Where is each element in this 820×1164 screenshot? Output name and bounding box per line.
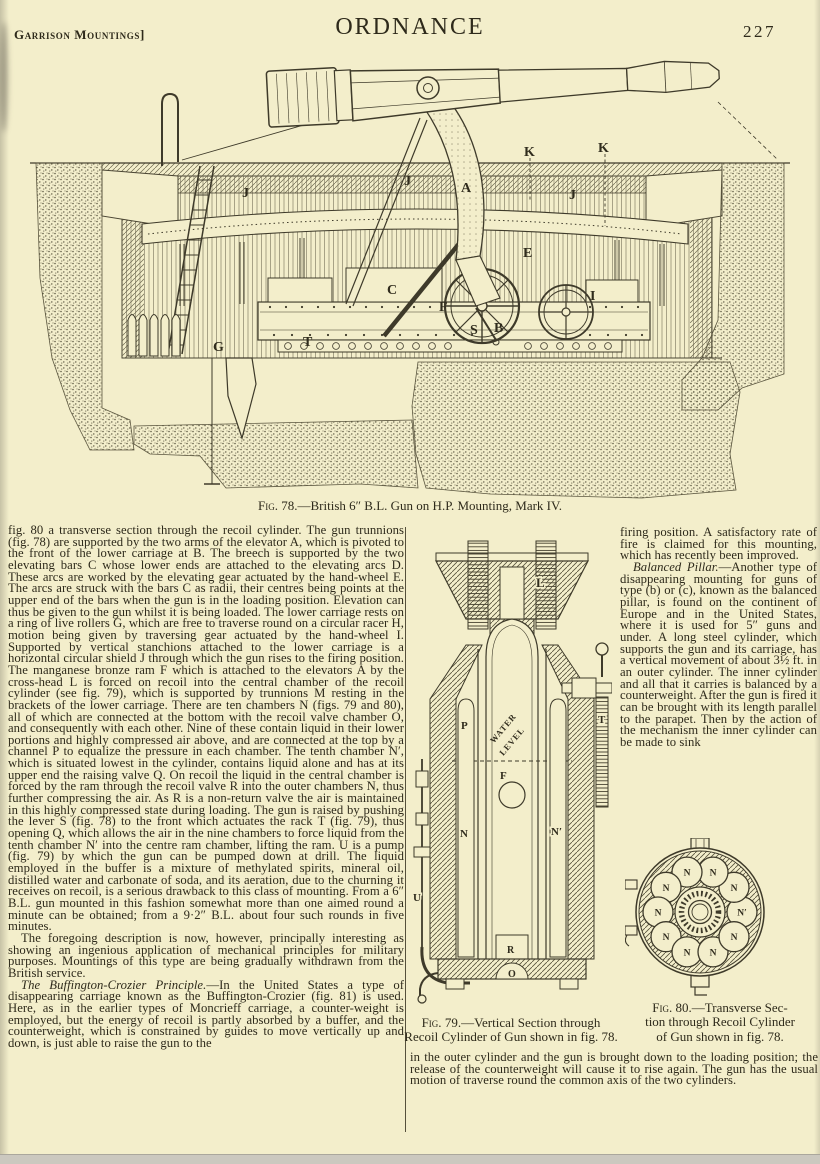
label-n-prime: N′ xyxy=(737,909,747,919)
scan-smudge xyxy=(0,22,8,132)
scan-right-edge xyxy=(814,0,820,1164)
label-f: F xyxy=(439,300,448,315)
label-c: C xyxy=(387,283,397,298)
scan-bottom-edge xyxy=(0,1154,820,1164)
label-k: K xyxy=(598,141,609,156)
label-g: G xyxy=(213,340,224,355)
label-a: A xyxy=(461,181,472,196)
header-page-number: 227 xyxy=(743,22,776,41)
label-l: L xyxy=(536,575,545,590)
label-n: N xyxy=(710,948,717,958)
label-s: S xyxy=(470,323,478,338)
pump xyxy=(413,759,470,1004)
centre-tube xyxy=(674,886,726,938)
label-u: U xyxy=(413,892,421,904)
label-t: T xyxy=(598,714,606,726)
ram-dome xyxy=(452,618,572,959)
paragraph: The Buffington-Crozier Principle.—In the… xyxy=(8,977,404,1050)
figure-78-engraving: K K J J J A C F S B E I G T xyxy=(30,58,790,503)
label-j: J xyxy=(404,174,411,189)
fig80-part-letters: N′ N N N N N N N N N xyxy=(655,869,748,959)
right-wall xyxy=(541,644,595,960)
fig78-part-letters: K K J J J A C F S B E I G T xyxy=(213,141,609,355)
caption-line: Recoil Cylinder of Gun shown in fig. 78. xyxy=(404,1029,618,1045)
label-n: N xyxy=(684,948,691,958)
elevator-pivot xyxy=(416,76,440,100)
paragraph: firing position. A satisfactory rate of … xyxy=(620,527,817,563)
shield xyxy=(141,208,689,245)
reference-lines xyxy=(529,101,779,226)
caption-line: tion through Recoil Cylinder xyxy=(645,1014,795,1030)
fig79-svg: L P T F N N′ U R O WATER LEVEL xyxy=(412,540,613,1004)
label-p: P xyxy=(461,720,468,732)
paragraph: fig. 80 a transverse section through the… xyxy=(8,525,404,934)
label-t: T xyxy=(303,335,313,350)
label-n: N xyxy=(663,884,670,894)
label-j: J xyxy=(242,186,249,201)
paragraph-lead: Balanced Pillar. xyxy=(633,559,719,574)
label-n: N xyxy=(710,869,717,879)
parapet-roof xyxy=(101,162,723,194)
label-n-prime: N′ xyxy=(551,826,562,838)
chamber-right xyxy=(549,698,567,958)
side-fittings xyxy=(624,879,638,947)
caption-line: Fig. 80.—Transverse Sec- xyxy=(652,1000,788,1015)
caption-line: Fig. 79.—Vertical Section through xyxy=(421,1015,601,1030)
shell-rack xyxy=(127,314,181,357)
header-section-title: Garrison Mountings] xyxy=(14,27,145,42)
label-r: R xyxy=(507,945,515,956)
fig78-svg: K K J J J A C F S B E I G T xyxy=(30,60,790,499)
scan-left-edge xyxy=(0,0,9,1164)
label-n: N xyxy=(663,933,670,943)
label-j: J xyxy=(569,188,576,203)
label-n: N xyxy=(731,884,738,894)
paragraph: in the outer cylinder and the gun is bro… xyxy=(410,1052,818,1088)
paragraph: Balanced Pillar.—Another type of disappe… xyxy=(620,559,817,749)
hand-wheel-i xyxy=(538,284,594,340)
caption-line: Fig. 78.—British 6″ B.L. Gun on H.P. Mou… xyxy=(258,498,562,513)
earth-stipple xyxy=(35,162,785,499)
label-n: N xyxy=(731,933,738,943)
label-n: N xyxy=(684,869,691,879)
cross-head xyxy=(435,540,589,650)
label-i: I xyxy=(590,289,595,304)
header-article-title: ORDNANCE xyxy=(335,14,485,40)
gun-barrel xyxy=(265,60,720,128)
left-wall xyxy=(429,644,483,960)
column-divider xyxy=(405,527,406,1132)
figure-79-engraving: L P T F N N′ U R O WATER LEVEL xyxy=(412,527,613,1012)
text-bottom-paragraph: in the outer cylinder and the gun is bro… xyxy=(410,1052,818,1104)
carriage xyxy=(257,267,651,353)
handrail-hoop xyxy=(161,92,179,166)
label-n: N xyxy=(655,909,662,919)
figure-80-engraving: N′ N N N N N N N N N xyxy=(624,837,775,998)
paragraph: The foregoing description is now, howeve… xyxy=(8,930,404,980)
fig78-caption: Fig. 78.—British 6″ B.L. Gun on H.P. Mou… xyxy=(0,498,820,513)
label-k: K xyxy=(524,145,535,160)
recoil-gear-below xyxy=(204,357,257,485)
label-e: E xyxy=(523,246,532,261)
cylinder-base xyxy=(437,934,587,990)
fig79-part-letters: L P T F N N′ U R O xyxy=(412,574,608,982)
fig80-caption: Fig. 80.—Transverse Sec-tion through Rec… xyxy=(620,1000,820,1044)
label-f: F xyxy=(500,770,507,782)
label-o: O xyxy=(508,969,516,980)
text-column-left: fig. 80 a transverse section through the… xyxy=(8,525,404,1131)
label-n: N xyxy=(460,828,468,840)
elevator-arm xyxy=(410,83,501,307)
left-embrasure xyxy=(101,169,179,229)
text-column-right: firing position. A satisfactory rate of … xyxy=(620,527,817,819)
caption-line: of Gun shown in fig. 78. xyxy=(656,1028,784,1044)
chamber-left xyxy=(457,698,475,958)
paragraph-lead: The Buffington-Crozier Principle. xyxy=(21,977,207,992)
label-b: B xyxy=(494,321,503,336)
chambers xyxy=(642,856,758,968)
elevator-pivot-hub xyxy=(423,83,433,93)
fig80-svg: N′ N N N N N N N N N xyxy=(624,837,765,996)
